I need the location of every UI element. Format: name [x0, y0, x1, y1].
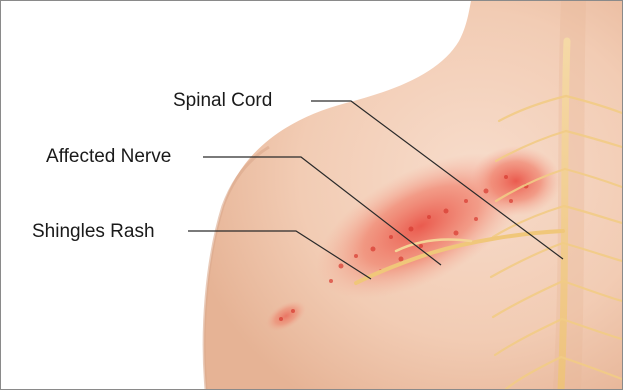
label-spinal-cord: Spinal Cord — [173, 90, 272, 112]
rash-area-upper — [471, 146, 561, 216]
label-affected-nerve: Affected Nerve — [46, 146, 171, 168]
label-shingles-rash: Shingles Rash — [32, 221, 155, 243]
